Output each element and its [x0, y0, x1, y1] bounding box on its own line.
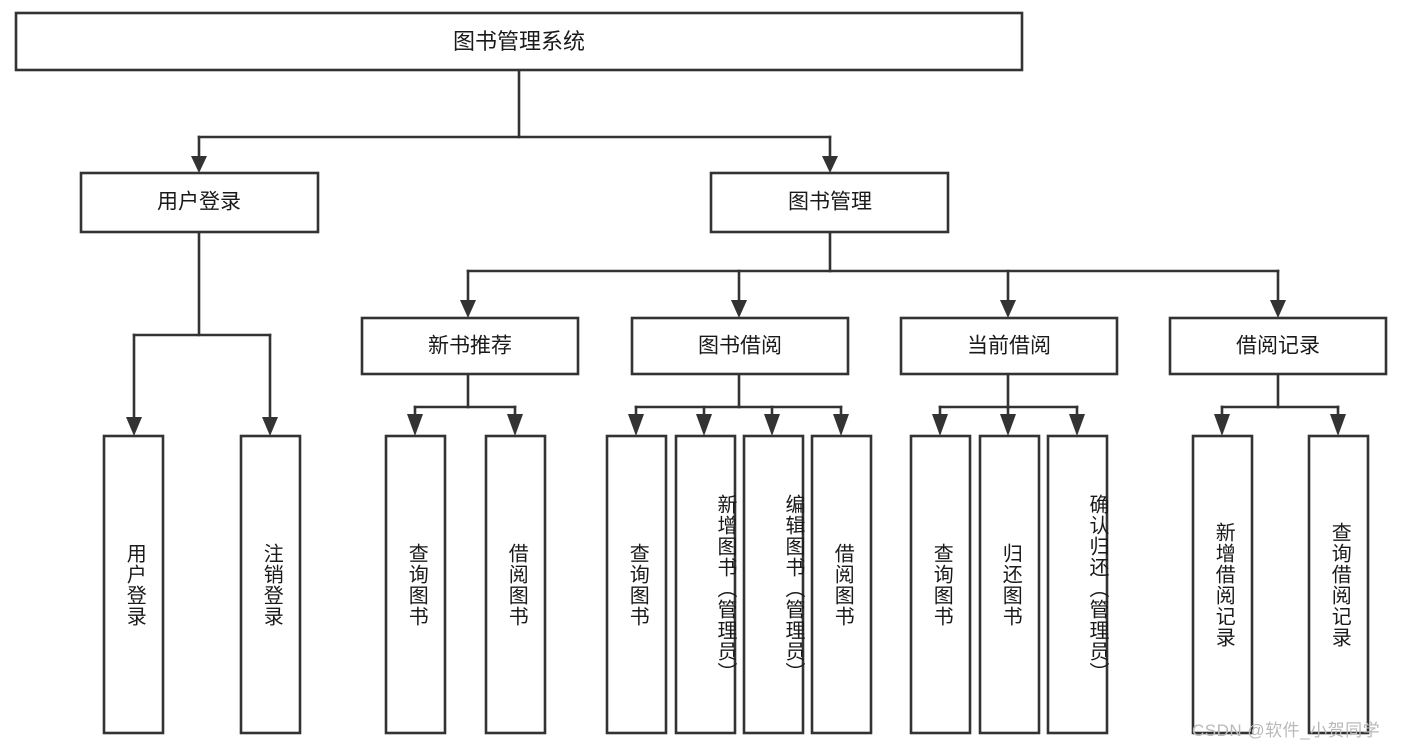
- arrow-head-book-borrow-leaf-2: [696, 414, 712, 436]
- arrow-head-current-borrow: [1000, 300, 1016, 318]
- label-book-borrow: 图书借阅: [698, 335, 782, 358]
- arrow-head-borrow-record-leaf-1: [1214, 414, 1230, 436]
- arrow-head-book-borrow-leaf-1: [628, 414, 644, 436]
- node-user-login[interactable]: [79, 171, 320, 234]
- node-leaf-query-book-3[interactable]: [909, 434, 972, 735]
- node-borrow-record[interactable]: [1168, 316, 1388, 376]
- label-new-book-recommend: 新书推荐: [428, 335, 512, 358]
- arrow-head-leaf-logout: [262, 417, 278, 436]
- node-current-borrow[interactable]: [899, 316, 1119, 376]
- arrow-head-current-borrow-leaf-2: [1000, 414, 1016, 436]
- edge-group: [126, 68, 1346, 436]
- arrow-head-book-manage: [822, 156, 838, 173]
- arrow-head-current-borrow-leaf-1: [932, 414, 948, 436]
- arrow-head-borrow-record-leaf-2: [1330, 414, 1346, 436]
- node-leaf-logout[interactable]: [239, 434, 302, 735]
- node-leaf-edit-book-admin[interactable]: [742, 434, 805, 735]
- label-current-borrow: 当前借阅: [967, 335, 1051, 358]
- arrow-head-leaf-user-login: [126, 417, 142, 436]
- node-leaf-query-book-1[interactable]: [384, 434, 447, 735]
- csdn-watermark: CSDN @软件_小贺同学: [1192, 721, 1381, 740]
- node-leaf-add-book-admin[interactable]: [674, 434, 737, 735]
- arrow-head-new-book: [460, 300, 476, 318]
- node-leaf-borrow-book-1[interactable]: [484, 434, 547, 735]
- node-root-book-management-system[interactable]: [14, 11, 1024, 72]
- arrow-head-book-borrow-leaf-4: [833, 414, 849, 436]
- arrow-head-book-borrow: [731, 300, 747, 318]
- node-label-group: 图书管理系统 用户登录 图书管理 新书推荐 图书借阅 当前借阅 借阅记录: [157, 29, 1320, 358]
- label-borrow-record: 借阅记录: [1236, 335, 1320, 358]
- node-leaf-query-borrow-record[interactable]: [1307, 434, 1370, 735]
- node-book-management[interactable]: [709, 171, 950, 234]
- node-book-borrow[interactable]: [630, 316, 850, 376]
- arrow-head-borrow-record: [1270, 300, 1286, 318]
- arrow-head-user-login: [191, 156, 207, 173]
- arrow-head-current-borrow-leaf-3: [1069, 414, 1085, 436]
- node-leaf-add-borrow-record[interactable]: [1191, 434, 1254, 735]
- node-leaf-confirm-return-admin[interactable]: [1046, 434, 1109, 735]
- label-root: 图书管理系统: [453, 29, 585, 54]
- node-leaf-borrow-book-2[interactable]: [810, 434, 873, 735]
- node-new-book-recommend[interactable]: [360, 316, 580, 376]
- node-leaf-query-book-2[interactable]: [605, 434, 668, 735]
- arrow-head-new-book-leaf-1: [407, 414, 423, 436]
- label-book-management: 图书管理: [788, 191, 872, 214]
- arrow-head-new-book-leaf-2: [507, 414, 523, 436]
- node-leaf-user-login[interactable]: [102, 434, 165, 735]
- node-box-group: [14, 11, 1388, 735]
- arrow-head-book-borrow-leaf-3: [764, 414, 780, 436]
- label-user-login: 用户登录: [157, 191, 241, 214]
- node-leaf-return-book[interactable]: [978, 434, 1041, 735]
